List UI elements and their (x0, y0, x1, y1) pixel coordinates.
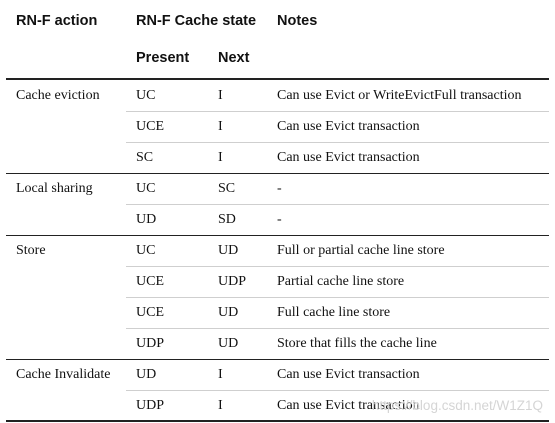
row-divider (126, 297, 549, 298)
header-next: Next (218, 50, 250, 66)
header-cache-state: RN-F Cache state (136, 13, 257, 29)
row-next-state: I (218, 398, 223, 413)
row-present-state: UCE (136, 305, 164, 320)
row-divider (126, 204, 549, 205)
row-notes: Can use Evict transaction (277, 367, 420, 382)
header-present: Present (136, 50, 190, 66)
row-notes: Partial cache line store (277, 274, 405, 289)
row-next-state: SC (218, 181, 236, 196)
row-notes: Can use Evict transaction (277, 398, 420, 413)
row-next-state: SD (218, 212, 236, 227)
row-notes: - (277, 181, 282, 196)
row-notes: Can use Evict transaction (277, 119, 420, 134)
row-present-state: UCE (136, 119, 164, 134)
table-bottom-rule (6, 420, 549, 422)
group-divider (6, 173, 549, 174)
row-notes: - (277, 212, 282, 227)
group-divider (6, 235, 549, 236)
row-present-state: UC (136, 88, 156, 103)
group-divider (6, 359, 549, 360)
row-divider (126, 142, 549, 143)
row-next-state: UD (218, 243, 239, 258)
row-present-state: SC (136, 150, 154, 165)
row-present-state: UDP (136, 398, 165, 413)
row-notes: Store that fills the cache line (277, 336, 437, 351)
row-notes: Full or partial cache line store (277, 243, 445, 258)
row-next-state: I (218, 88, 223, 103)
row-next-state: UD (218, 336, 239, 351)
row-next-state: UDP (218, 274, 247, 289)
header-rnf-action: RN-F action (16, 13, 98, 29)
row-action: Cache eviction (16, 88, 100, 103)
row-notes: Full cache line store (277, 305, 391, 320)
row-present-state: UC (136, 181, 156, 196)
row-divider (126, 390, 549, 391)
row-present-state: UC (136, 243, 156, 258)
row-next-state: I (218, 150, 223, 165)
row-notes: Can use Evict or WriteEvictFull transact… (277, 88, 522, 103)
row-next-state: I (218, 367, 223, 382)
row-present-state: UDP (136, 336, 165, 351)
row-notes: Can use Evict transaction (277, 150, 420, 165)
row-action: Cache Invalidate (16, 367, 111, 382)
header-notes: Notes (277, 13, 318, 29)
row-divider (126, 328, 549, 329)
row-next-state: I (218, 119, 223, 134)
row-action: Local sharing (16, 181, 93, 196)
row-present-state: UCE (136, 274, 164, 289)
row-action: Store (16, 243, 46, 258)
row-divider (126, 266, 549, 267)
row-present-state: UD (136, 212, 157, 227)
row-present-state: UD (136, 367, 157, 382)
watermark-text: https://blog.csdn.net/W1Z1Q (371, 398, 543, 413)
row-next-state: UD (218, 305, 239, 320)
row-divider (126, 111, 549, 112)
header-divider (6, 78, 549, 80)
